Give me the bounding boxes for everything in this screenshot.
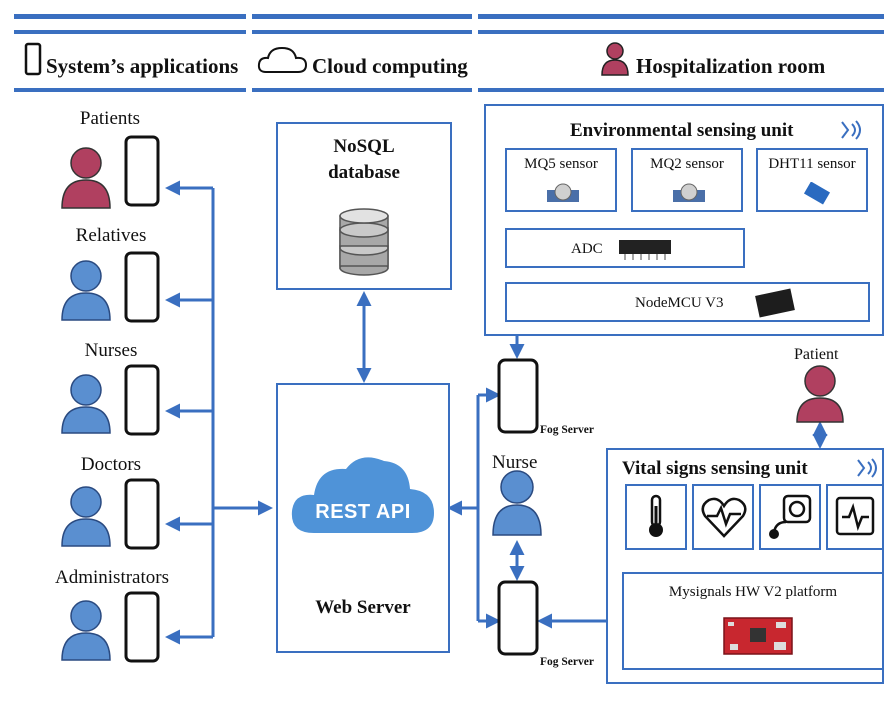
mysignals-platform-box: Mysignals HW V2 platform (622, 572, 884, 670)
mysignals-board-icon (723, 617, 793, 655)
mq5-sensor-box: MQ5 sensor (505, 148, 617, 212)
mq2-sensor-box: MQ2 sensor (631, 148, 743, 212)
patients-phone-icon (124, 135, 160, 207)
header-underline-right (478, 88, 884, 92)
thermometer-box (625, 484, 687, 550)
database-box: NoSQL database (276, 122, 452, 290)
nurses-person-icon (61, 374, 111, 434)
doctors-person-icon (61, 486, 111, 547)
header-rule-right (478, 30, 884, 34)
cloud-api-icon (291, 457, 434, 533)
mq5-sensor-icon (547, 183, 579, 202)
dht11-sensor-box: DHT11 sensor (756, 148, 868, 212)
top-rule-right (478, 14, 884, 19)
heart-rate-icon (701, 497, 747, 538)
room-patient-person-icon (796, 365, 844, 423)
user-label-doctors: Doctors (80, 454, 142, 475)
adc-box: ADC (505, 228, 745, 268)
user-label-relatives: Relatives (75, 225, 147, 246)
mysignals-platform-label: Mysignals HW V2 platform (668, 584, 838, 600)
adc-chip-icon (619, 240, 671, 260)
cloud-icon (257, 46, 308, 73)
dht11-sensor-icon (803, 182, 831, 205)
user-label-patients: Patients (79, 108, 141, 129)
nurse-label: Nurse (492, 452, 538, 473)
header-room-label: Hospitalization room (636, 54, 826, 78)
heart-rate-box (692, 484, 754, 550)
header-underline-mid (252, 88, 472, 92)
user-label-nurses: Nurses (84, 340, 138, 361)
header-cloud-label: Cloud computing (312, 54, 468, 78)
database-line2: database (328, 162, 400, 183)
nodemcu-box: NodeMCU V3 (505, 282, 870, 322)
user-label-administrators: Administrators (55, 567, 169, 588)
web-server-box: REST API Web Server (276, 383, 450, 653)
fog-server-1-label: Fog Server (540, 424, 594, 436)
database-line1: NoSQL (333, 136, 395, 157)
wireless-icon (841, 120, 861, 140)
phone-icon (24, 42, 42, 76)
blood-pressure-icon (769, 494, 812, 539)
header-apps-label: System’s applications (46, 54, 239, 78)
adc-label: ADC (571, 241, 603, 257)
dht11-sensor-label: DHT11 sensor (768, 156, 856, 172)
database-icon (339, 208, 389, 276)
fog-server-2-phone-icon (497, 580, 539, 656)
top-rule-left (14, 14, 246, 19)
fog-server-2-label: Fog Server (540, 656, 594, 668)
ecg-icon (835, 496, 875, 536)
env-unit-title: Environmental sensing unit (570, 120, 794, 141)
header-rule-left (14, 30, 246, 34)
header-rule-mid (252, 30, 472, 34)
nodemcu-board-icon (755, 288, 795, 318)
nodemcu-label: NodeMCU V3 (635, 295, 724, 311)
rest-api-label: REST API (315, 501, 411, 523)
doctors-phone-icon (124, 478, 160, 550)
blood-pressure-box (759, 484, 821, 550)
nurses-phone-icon (124, 364, 160, 436)
fog-server-1-phone-icon (497, 358, 539, 434)
mq2-sensor-icon (673, 183, 705, 202)
ecg-box (826, 484, 884, 550)
mq2-sensor-label: MQ2 sensor (650, 156, 724, 172)
web-server-label: Web Server (315, 597, 411, 618)
relatives-person-icon (61, 260, 111, 321)
top-rule-mid (252, 14, 472, 19)
vital-wireless-icon (857, 458, 877, 478)
vital-unit-title: Vital signs sensing unit (622, 458, 808, 479)
patient-icon (601, 42, 629, 76)
relatives-phone-icon (124, 251, 160, 323)
room-patient-label: Patient (794, 346, 839, 363)
administrators-person-icon (61, 600, 111, 661)
nurse-person-icon (492, 470, 542, 536)
patients-person-icon (61, 147, 111, 209)
header-underline-left (14, 88, 246, 92)
administrators-phone-icon (124, 591, 160, 663)
mq5-sensor-label: MQ5 sensor (524, 156, 598, 172)
thermometer-icon (649, 494, 663, 537)
